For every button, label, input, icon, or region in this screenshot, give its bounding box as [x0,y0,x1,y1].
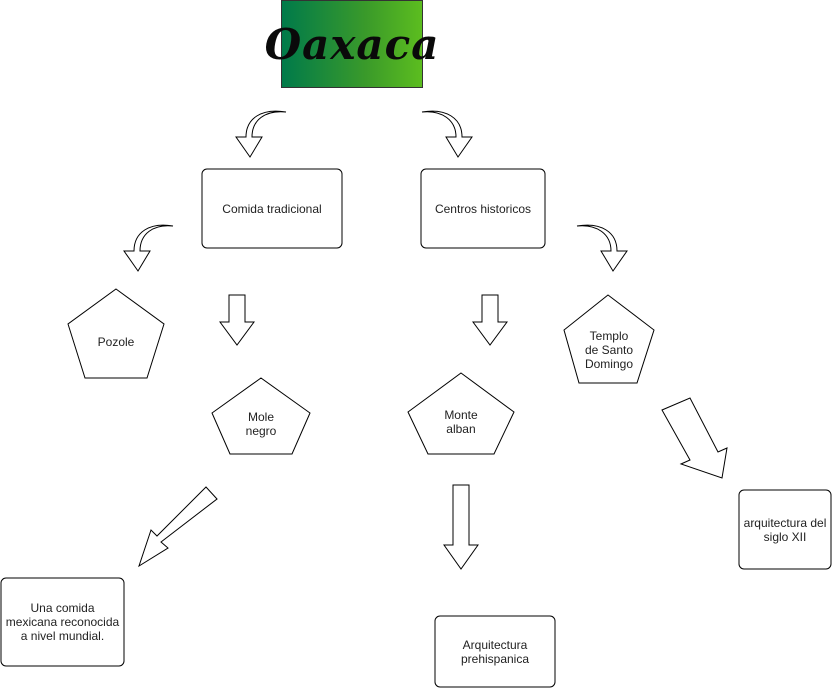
label-templo: Templo de Santo Domingo [584,329,634,371]
down-arrow-monte [472,294,508,346]
title-box: Oaxaca [265,0,438,88]
curved-arrow-right-mid [576,224,628,272]
label-arq-siglo: arquitectura del siglo XII [743,515,827,544]
curved-arrow-right-top [421,110,473,158]
box-centros-historicos [420,168,546,249]
box-arq-siglo [738,489,832,570]
label-mole-negro: Mole negro [245,410,277,438]
pentagon-pozole [67,288,165,379]
label-comida-desc: Una comida mexicana reconocida a nivel m… [5,601,120,643]
label-monte-alban: Monte alban [444,408,478,436]
curved-arrow-left-top [235,110,287,158]
label-pozole: Pozole [97,335,135,349]
down-arrow-arq [443,484,479,570]
box-comida-tradicional [201,168,343,249]
pentagon-monte [407,372,515,455]
pentagon-mole [211,377,311,455]
down-arrow-mole [219,294,255,346]
diagram-title: Oaxaca [264,19,440,69]
label-comida-tradicional: Comida tradicional [222,201,322,216]
curved-arrow-left-mid [123,224,174,272]
box-comida-desc [0,577,125,667]
diag-arrow-mole [138,486,218,568]
label-arq-prehisp: Arquitectura prehispanica [460,637,530,666]
diag-arrow-templo [661,397,728,479]
label-centros-historicos: Centros historicos [434,201,532,216]
pentagon-templo [563,294,655,384]
box-arq-prehisp [434,615,556,688]
